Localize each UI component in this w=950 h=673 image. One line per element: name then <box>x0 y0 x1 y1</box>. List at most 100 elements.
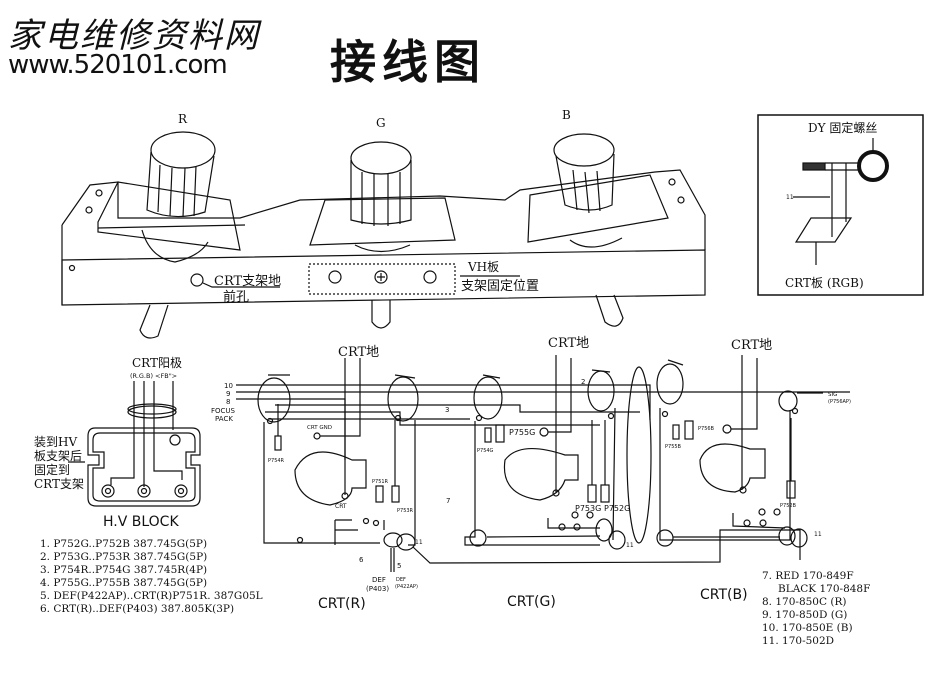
bracket-hole <box>95 189 103 197</box>
dy-screw-inset <box>757 114 924 296</box>
wire-list: 7. RED 170-849F BLACK 170-848F 8. 170-85… <box>762 570 870 648</box>
crt-bracket-ground-hole <box>190 273 204 287</box>
wire-list-item: BLACK 170-848F <box>778 583 871 595</box>
wire-number-11-b: 11 <box>814 531 822 538</box>
inset-frame <box>757 114 924 296</box>
g-gun-plate <box>309 197 456 246</box>
hv-terminal-b <box>174 484 188 498</box>
connector-p756b <box>684 420 694 440</box>
crt-gnd-point <box>539 427 549 437</box>
connector-p751r <box>375 485 384 503</box>
screw-icon <box>374 270 388 284</box>
wire-list-item: 9. 170-850D (G) <box>762 609 848 621</box>
hv-mount-note-2: 板支架后 <box>34 449 82 463</box>
dy-screw-ring <box>857 150 889 182</box>
crt-anode-sub-label: (R.G.B) <FB"> <box>130 372 177 380</box>
focus-pack-label-2: PACK <box>215 415 233 423</box>
wire-connector <box>595 518 613 542</box>
board-name-r: CRT(R) <box>318 596 366 612</box>
label-p752b: P752B <box>780 503 797 509</box>
wire-number-9: 9 <box>226 390 230 398</box>
wire-loop <box>778 390 798 412</box>
site-url: www.520101.com <box>8 50 228 80</box>
wire-number-6: 6 <box>359 556 364 564</box>
bracket-leg <box>139 304 169 339</box>
connector-p753r <box>391 485 400 503</box>
crt-gnd-label-g: CRT地 <box>548 336 589 351</box>
gun-label-r: R <box>178 112 188 126</box>
wire-loop <box>587 370 615 412</box>
connector-p754g <box>484 427 492 443</box>
bracket-hole <box>668 178 676 186</box>
crt-bracket-ground-label: CRT支架地 <box>214 274 281 289</box>
wire-list-item: 11. 170-502D <box>762 635 835 647</box>
crt-gnd-label-r: CRT地 <box>338 345 379 360</box>
wire-number-5: 5 <box>397 562 401 570</box>
def-connector <box>383 532 403 548</box>
wire-number-8: 8 <box>226 398 230 406</box>
crt-board-rgb-label: CRT板 (RGB) <box>785 276 864 290</box>
connector-p754r <box>274 435 282 451</box>
label-p752g: P752G <box>604 504 630 513</box>
parts-list-item: 5. DEF(P422AP)..CRT(R)P751R. 387G05L <box>40 590 263 602</box>
b-gun-plate <box>527 174 669 243</box>
vh-board-label: VH板 <box>467 260 499 274</box>
parts-list-item: 3. P754R..P754G 387.745R(4P) <box>40 564 208 576</box>
hv-block-label: H.V BLOCK <box>103 514 179 530</box>
g-gun-cap <box>350 141 412 175</box>
site-name: 家电维修资料网 <box>8 16 260 56</box>
parts-list-item: 2. P753G..P753R 387.745G(5P) <box>40 551 208 563</box>
gun-label-g: G <box>376 116 386 130</box>
vh-hole <box>423 270 437 284</box>
board-outline <box>464 407 616 546</box>
wire-loop <box>387 376 419 422</box>
crt-gnd-small-label: CRT GND <box>307 425 332 431</box>
crt-socket <box>294 451 367 506</box>
wire-connector <box>778 526 796 546</box>
connector-p752b <box>786 480 796 499</box>
label-p751r: P751R <box>372 479 389 485</box>
wire-number-11-g: 11 <box>626 542 634 549</box>
inset-wire-number: 11 <box>786 194 794 201</box>
hv-mount-note-4: CRT支架 <box>34 477 84 491</box>
crt-board-g <box>464 358 652 550</box>
vh-bracket-position-label: 支架固定位置 <box>461 279 539 294</box>
dy-screw-thread <box>802 162 826 171</box>
wire-number-10: 10 <box>224 382 233 390</box>
wire-loop <box>257 377 291 423</box>
crt-socket <box>699 443 766 493</box>
wire-loop <box>656 363 684 405</box>
bracket-leg <box>595 294 624 327</box>
b-gun-cap <box>553 133 615 167</box>
label-p755b: P755B <box>665 444 682 450</box>
hv-block-outline <box>87 427 201 507</box>
page-title: 接线图 <box>330 35 486 89</box>
hv-mount-note-3: 固定到 <box>34 462 70 477</box>
crt-anode-label: CRT阳极 <box>132 356 182 370</box>
wire-number-3: 3 <box>445 406 449 414</box>
sig-sub-label: (P756AP) <box>828 399 851 405</box>
fb-terminal <box>169 434 181 446</box>
crt-gnd-point <box>722 424 732 434</box>
front-hole-label: 前孔 <box>223 289 249 305</box>
crt-board-r <box>257 358 801 572</box>
wire-loop-large <box>626 366 652 544</box>
label-p754g: P754G <box>477 448 494 454</box>
connector-p753g <box>587 484 597 503</box>
wire-list-item: 8. 170-850C (R) <box>762 596 847 608</box>
connector-p755g <box>495 424 505 443</box>
crt-board-b <box>656 358 823 548</box>
crt-gnd-label-b: CRT地 <box>731 338 772 353</box>
wire-list-item: 10. 170-850E (B) <box>762 622 853 634</box>
def-p422ap-label-2: (P422AP) <box>395 584 418 590</box>
hv-block <box>68 381 201 507</box>
dy-screw-label: DY 固定螺丝 <box>808 120 877 135</box>
bracket-hole <box>677 196 685 204</box>
board-name-g: CRT(G) <box>507 594 556 610</box>
def-p422ap-label-1: DEF <box>396 577 406 583</box>
crt-bracket-assembly <box>61 131 706 339</box>
gun-label-b: B <box>562 108 571 122</box>
screw-icon <box>68 264 76 272</box>
connector-p752g <box>600 484 610 503</box>
crt-small-label: CRT <box>335 503 347 510</box>
